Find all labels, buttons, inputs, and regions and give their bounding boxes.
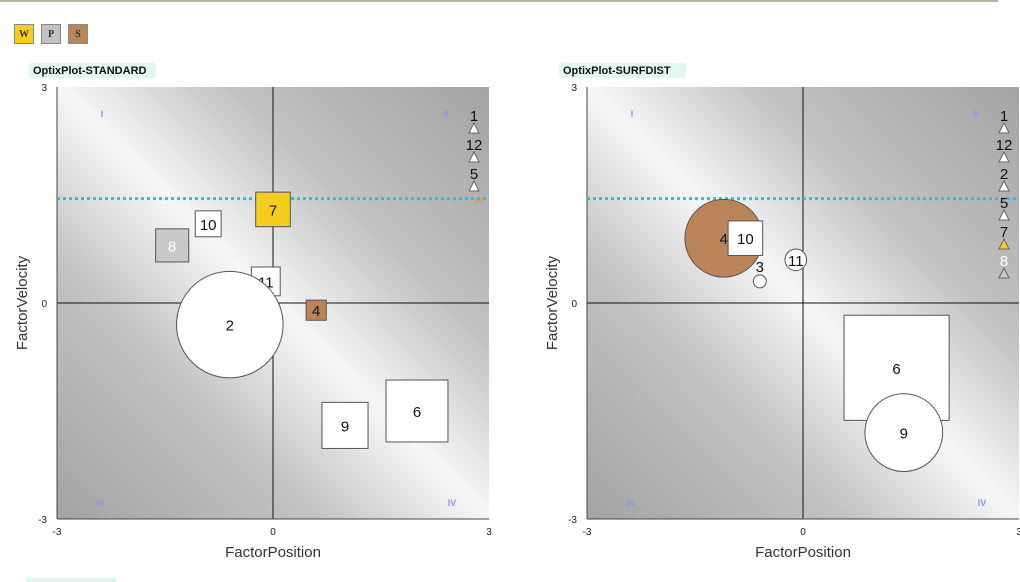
quadrant-label-1: I [101,109,104,119]
triangle-point-marker [998,179,1010,192]
data-point-square [255,191,291,228]
threshold-label: per [475,198,486,205]
triangle-point-label: 5 [470,166,478,183]
data-point-label: 7 [269,202,277,219]
data-point-square [385,379,449,443]
data-point-circle [784,248,808,272]
x-tick-label: -3 [583,527,592,538]
triangle-point-marker [998,150,1010,163]
data-point-label: 9 [900,426,908,443]
quadrant-label-4: IV [978,498,987,508]
data-point-label: 4 [312,303,320,320]
quadrant-label-2: II [443,109,448,119]
data-point-label: 4 [720,231,728,248]
y-tick-label: 0 [571,299,577,310]
x-tick-label: 3 [486,527,492,538]
bottom-tab [26,578,116,582]
chart-title-bg [559,63,686,78]
y-tick-label: -3 [38,515,47,526]
x-tick-label: 0 [270,527,276,538]
data-point-label: 3 [756,259,764,276]
data-point-label: 9 [341,418,349,435]
y-tick-label: 3 [41,83,47,94]
x-tick-label: -3 [53,527,62,538]
x-tick-label: 3 [1016,527,1020,538]
data-point-circle [752,274,767,289]
data-point-square [194,210,222,238]
data-point-square [321,401,369,449]
triangle-point-label: 2 [1000,166,1008,183]
y-tick-label: -3 [568,515,577,526]
y-tick-label: 0 [41,299,47,310]
top-divider [0,0,998,2]
triangle-point-label: 8 [1000,253,1008,270]
data-point-label: 6 [413,404,421,421]
data-point-square [727,220,764,256]
quadrant-label-1: I [631,109,634,119]
data-point-label: 6 [892,361,900,378]
y-tick-label: 3 [571,83,577,94]
chart-title: OptixPlot-SURFDIST [563,65,671,77]
data-point-circle [864,393,944,472]
triangle-point-marker [468,150,480,163]
data-point-label: 10 [200,217,217,234]
chart-title-bg [29,63,156,78]
chart-title: OptixPlot-STANDARD [33,65,147,77]
triangle-point-label: 12 [996,137,1013,154]
data-point-label: 8 [168,238,176,255]
legend-swatch-s[interactable]: S [68,24,88,44]
triangle-point-label: 7 [1000,224,1008,241]
quadrant-label-4: IV [448,498,457,508]
x-axis-title: FactorPosition [755,544,851,561]
quadrant-label-2: II [973,109,978,119]
triangle-point-marker [998,237,1010,250]
triangle-point-marker [468,179,480,192]
quadrant-label-3: III [96,498,104,508]
triangle-point-marker [468,121,480,134]
triangle-point-marker [998,121,1010,134]
data-point-square [305,299,327,321]
y-axis-title: FactorVelocity [14,255,31,350]
triangle-point-marker [998,266,1010,279]
x-axis-title: FactorPosition [225,544,321,561]
triangle-point-marker [998,208,1010,221]
triangle-point-label: 1 [1000,108,1008,125]
legend-swatch-w[interactable]: W [14,24,34,44]
data-point-label: 2 [226,318,234,335]
triangle-point-label: 12 [466,137,483,154]
data-point-label: 11 [788,253,804,270]
legend-swatch-p[interactable]: P [41,24,61,44]
data-point-square [155,228,190,263]
triangle-point-label: 1 [470,108,478,125]
quadrant-label-3: III [626,498,634,508]
data-point-label: 10 [737,231,754,248]
triangle-point-label: 5 [1000,195,1008,212]
x-tick-label: 0 [800,527,806,538]
data-point-circle [176,270,284,379]
fill-legend: W P S [14,24,88,44]
y-axis-title: FactorVelocity [544,255,561,350]
